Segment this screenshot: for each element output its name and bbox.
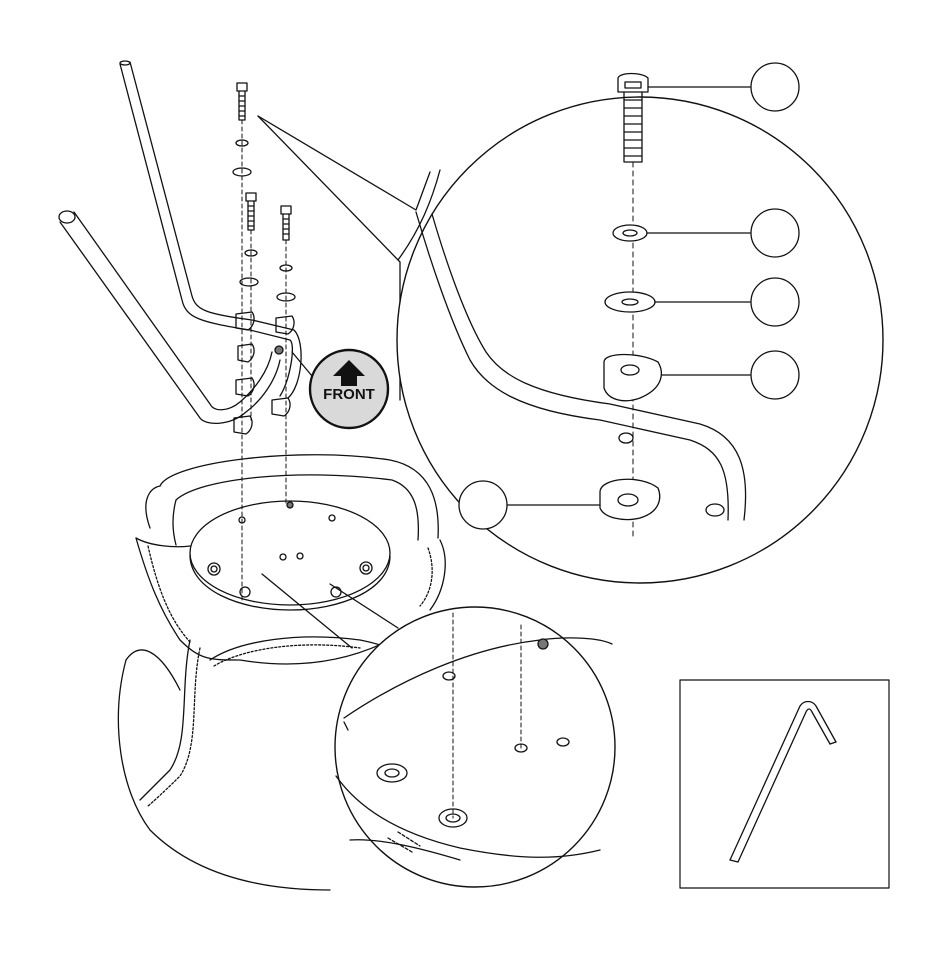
base-plate	[190, 501, 390, 610]
front-badge-label: FRONT	[323, 386, 375, 403]
detail-circle-base-plate	[262, 574, 615, 887]
detail-circle-hardware	[258, 63, 883, 583]
callout-circle-spacer-block	[751, 351, 799, 399]
callout-circle-screw	[751, 63, 799, 111]
callout-circle-flat-washer	[751, 278, 799, 326]
leg-frame	[59, 61, 301, 423]
front-badge: FRONT	[292, 350, 388, 428]
callout-circle-lock-washer	[751, 209, 799, 257]
callout-circle-mounting-spacer	[459, 481, 507, 529]
hardware-stack-small	[233, 83, 295, 600]
tool-box	[680, 680, 889, 888]
